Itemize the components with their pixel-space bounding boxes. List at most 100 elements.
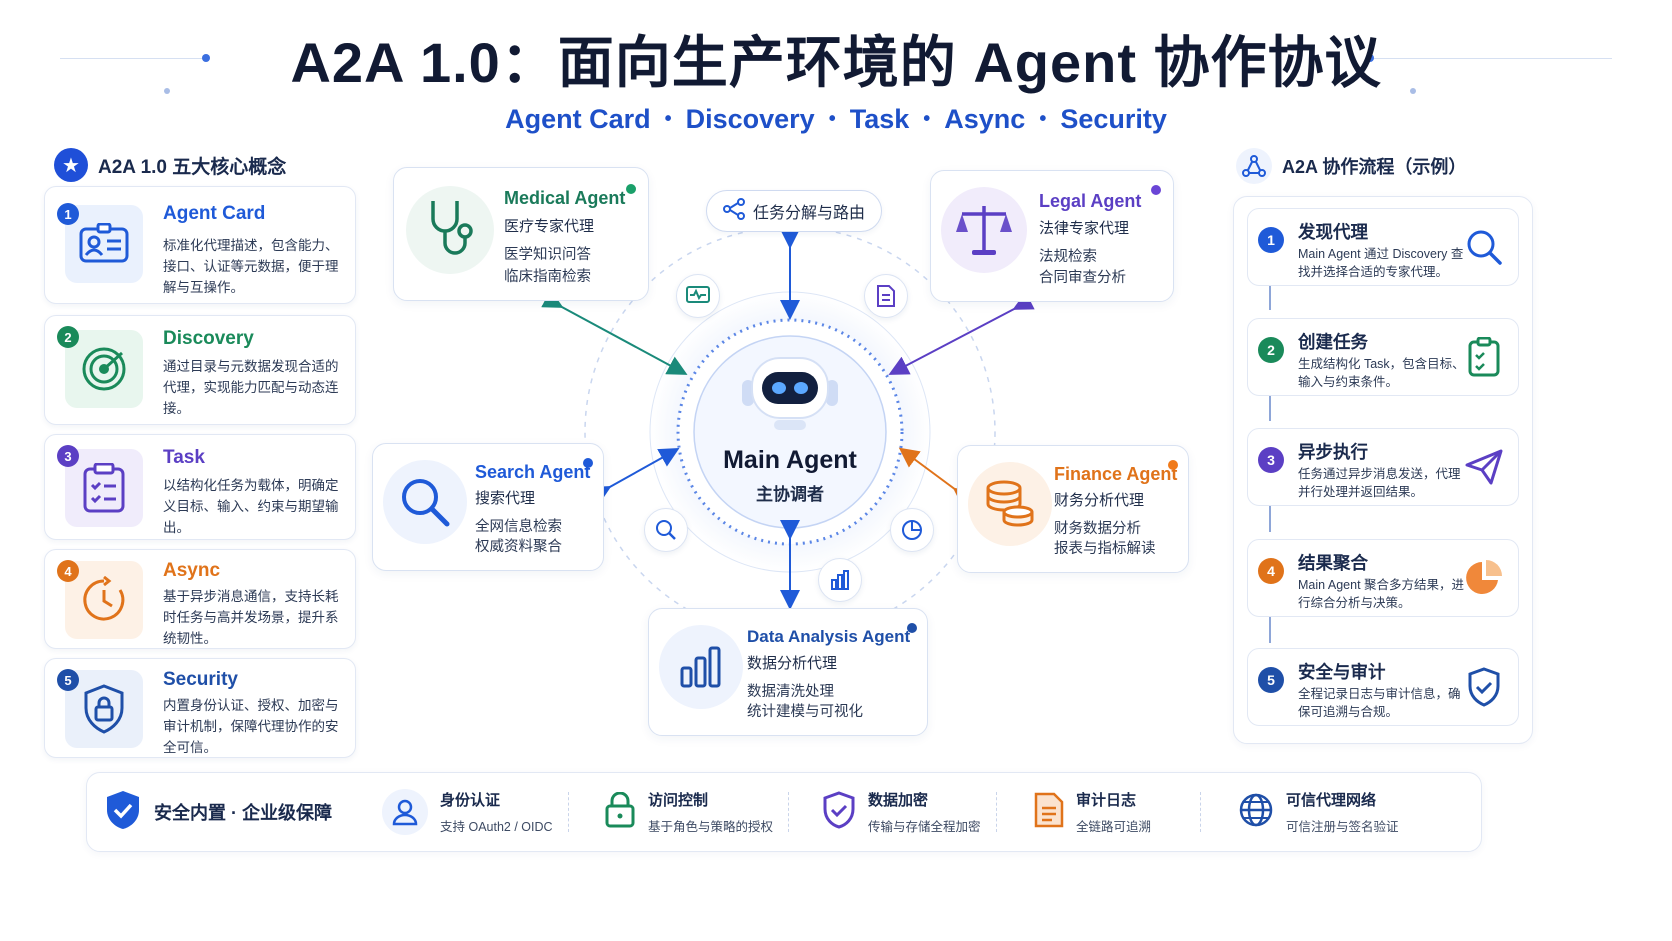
agent-capability: 临床指南检索 bbox=[504, 269, 591, 285]
concept-description: 通过目录与元数据发现合适的代理，实现能力匹配与动态连接。 bbox=[163, 359, 339, 416]
bar-chart-small-icon bbox=[818, 558, 862, 602]
core-concepts-heading: ★ A2A 1.0 五大核心概念 bbox=[54, 148, 286, 182]
subtitle-item: Security bbox=[1060, 104, 1167, 134]
feature-title: 数据加密 bbox=[868, 792, 929, 809]
agent-capability: 财务数据分析 bbox=[1054, 521, 1141, 537]
workflow-step-discover: 1 发现代理 Main Agent 通过 Discovery 查找并选择合适的专… bbox=[1247, 208, 1519, 286]
radar-icon bbox=[65, 330, 143, 408]
agent-card-data-analysis[interactable]: Data Analysis Agent 数据分析代理 数据清洗处理 统计建模与可… bbox=[648, 608, 928, 736]
concept-card-async: 4 Async 基于异步消息通信，支持长耗时任务与高并发场景，提升系统韧性。 bbox=[44, 549, 356, 649]
concept-number-badge: 4 bbox=[57, 560, 79, 582]
status-dot bbox=[626, 184, 636, 194]
concept-card-security: 5 Security 内置身份认证、授权、加密与审计机制，保障代理协作的安全可信… bbox=[44, 658, 356, 758]
step-title: 结果聚合 bbox=[1298, 553, 1368, 573]
feature-subtitle: 基于角色与策略的授权 bbox=[648, 820, 774, 834]
shield-check-icon bbox=[1462, 665, 1506, 709]
agent-capability: 全网信息检索 bbox=[475, 519, 562, 535]
workflow-heading-text: A2A 协作流程（示例） bbox=[1282, 157, 1467, 177]
concept-description: 内置身份认证、授权、加密与审计机制，保障代理协作的安全可信。 bbox=[163, 698, 339, 755]
globe-icon bbox=[1238, 792, 1274, 833]
agent-card-search[interactable]: Search Agent 搜索代理 全网信息检索 权威资料聚合 bbox=[372, 443, 604, 571]
feature-subtitle: 传输与存储全程加密 bbox=[868, 820, 981, 834]
agent-capability: 权威资料聚合 bbox=[475, 539, 562, 555]
feature-identity-auth: 身份认证支持 OAuth2 / OIDC bbox=[382, 772, 553, 852]
security-lead-text: 安全内置 · 企业级保障 bbox=[154, 803, 332, 823]
feature-divider bbox=[788, 792, 789, 832]
subtitle-item: Discovery bbox=[685, 104, 815, 134]
subtitle-item: Agent Card bbox=[505, 104, 651, 134]
subtitle-item: Async bbox=[944, 104, 1026, 134]
header-deco-dot-left bbox=[202, 54, 210, 62]
step-description: Main Agent 通过 Discovery 查找并选择合适的专家代理。 bbox=[1298, 247, 1464, 279]
status-dot bbox=[583, 458, 593, 468]
subtitle-sep: • bbox=[1039, 108, 1047, 130]
subtitle-sep: • bbox=[828, 108, 836, 130]
stethoscope-icon bbox=[406, 186, 494, 274]
header-deco-line-right bbox=[1372, 58, 1612, 59]
agent-role: 数据分析代理 bbox=[747, 655, 838, 672]
header-deco-dot-right bbox=[1366, 54, 1374, 62]
main-agent-name: Main Agent bbox=[723, 446, 857, 474]
feature-title: 审计日志 bbox=[1076, 792, 1137, 809]
agent-role: 法律专家代理 bbox=[1039, 220, 1130, 237]
concept-title: Security bbox=[163, 669, 238, 690]
feature-subtitle: 支持 OAuth2 / OIDC bbox=[440, 820, 553, 834]
subtitle-sep: • bbox=[664, 108, 672, 130]
agent-capability: 合同审查分析 bbox=[1039, 270, 1126, 286]
shield-check-icon bbox=[822, 790, 856, 834]
status-dot bbox=[1168, 460, 1178, 470]
main-agent-hub[interactable]: Main Agent 主协调者 bbox=[690, 330, 890, 530]
concept-title: Agent Card bbox=[163, 203, 266, 224]
agent-card-finance[interactable]: Finance Agent 财务分析代理 财务数据分析 报表与指标解读 bbox=[957, 445, 1189, 573]
status-dot bbox=[907, 623, 917, 633]
step-title: 发现代理 bbox=[1298, 222, 1368, 242]
network-nodes-icon bbox=[1236, 148, 1272, 184]
step-title: 创建任务 bbox=[1298, 332, 1368, 352]
feature-title: 身份认证 bbox=[440, 792, 501, 809]
hub-diagram-connectors bbox=[541, 226, 1035, 638]
concept-title: Task bbox=[163, 447, 205, 468]
feature-trusted-network: 可信代理网络可信注册与签名验证 bbox=[1238, 772, 1399, 852]
task-routing-pill: 任务分解与路由 bbox=[706, 190, 883, 232]
concept-description: 以结构化任务为载体，明确定义目标、输入、约束与期望输出。 bbox=[163, 478, 339, 535]
feature-divider bbox=[1200, 792, 1201, 832]
header-deco-dot-right-2 bbox=[1410, 88, 1416, 94]
concept-number-badge: 5 bbox=[57, 669, 79, 691]
step-connector bbox=[1269, 617, 1271, 643]
concept-number-badge: 3 bbox=[57, 445, 79, 467]
security-lead: 安全内置 · 企业级保障 bbox=[104, 772, 332, 852]
agent-name: Medical Agent bbox=[504, 188, 626, 208]
agent-card-medical[interactable]: Medical Agent 医疗专家代理 医学知识问答 临床指南检索 bbox=[393, 167, 649, 301]
step-number-badge: 1 bbox=[1258, 227, 1284, 253]
pie-chart-icon bbox=[890, 508, 934, 552]
status-dot bbox=[1151, 185, 1161, 195]
step-connector bbox=[1269, 395, 1271, 421]
lock-icon bbox=[604, 791, 636, 833]
concept-number-badge: 2 bbox=[57, 326, 79, 348]
star-icon: ★ bbox=[54, 148, 88, 182]
step-title: 异步执行 bbox=[1298, 442, 1368, 462]
concept-description: 标准化代理描述，包含能力、接口、认证等元数据，便于理解与互操作。 bbox=[163, 238, 339, 295]
concept-card-agent-card: 1 Agent Card 标准化代理描述，包含能力、接口、认证等元数据，便于理解… bbox=[44, 186, 356, 304]
step-description: 任务通过异步消息发送，代理并行处理并返回结果。 bbox=[1298, 467, 1461, 499]
step-number-badge: 3 bbox=[1258, 447, 1284, 473]
concept-title: Discovery bbox=[163, 328, 254, 349]
concept-card-discovery: 2 Discovery 通过目录与元数据发现合适的代理，实现能力匹配与动态连接。 bbox=[44, 315, 356, 425]
agent-capability: 报表与指标解读 bbox=[1054, 541, 1156, 557]
agent-card-legal[interactable]: Legal Agent 法律专家代理 法规检索 合同审查分析 bbox=[930, 170, 1174, 302]
step-description: 全程记录日志与审计信息，确保可追溯与合规。 bbox=[1298, 687, 1461, 719]
search-icon bbox=[644, 508, 688, 552]
workflow-heading: A2A 协作流程（示例） bbox=[1236, 148, 1466, 184]
step-title: 安全与审计 bbox=[1298, 662, 1386, 682]
step-connector bbox=[1269, 284, 1271, 310]
concept-number-badge: 1 bbox=[57, 203, 79, 225]
heartbeat-monitor-icon bbox=[676, 274, 720, 318]
checklist-icon bbox=[1462, 335, 1506, 379]
user-icon bbox=[382, 789, 428, 835]
document-icon bbox=[864, 274, 908, 318]
workflow-step-async-exec: 3 异步执行 任务通过异步消息发送，代理并行处理并返回结果。 bbox=[1247, 428, 1519, 506]
agent-capability: 数据清洗处理 bbox=[747, 684, 834, 700]
agent-name: Data Analysis Agent bbox=[747, 627, 911, 646]
agent-role: 医疗专家代理 bbox=[504, 218, 595, 235]
workflow-step-aggregate: 4 结果聚合 Main Agent 聚合多方结果，进行综合分析与决策。 bbox=[1247, 539, 1519, 617]
